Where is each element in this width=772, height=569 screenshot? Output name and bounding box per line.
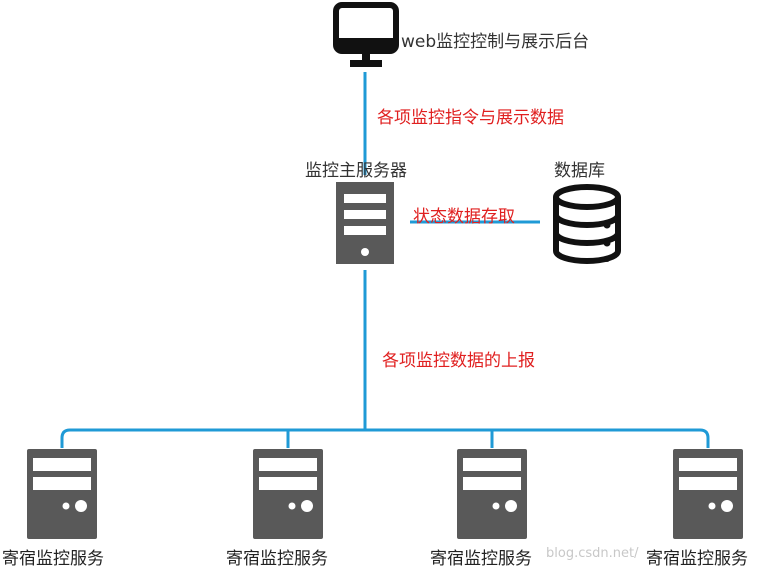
lower-link-label: 各项监控数据的上报 [382,351,535,371]
server-icon [336,182,394,264]
host-server-icon-4 [673,449,743,539]
upper-link-label: 各项监控指令与展示数据 [377,108,564,128]
database-icon [553,184,621,264]
host-label-4: 寄宿监控服务 [646,549,748,569]
main-server-label: 监控主服务器 [305,161,407,181]
monitor-icon [333,2,399,67]
host-server-icon-3 [457,449,527,539]
watermark-text: blog.csdn.net/ [546,546,639,561]
database-label: 数据库 [554,161,605,181]
storage-link-label: 状态数据存取 [413,207,515,227]
host-server-icon-1 [27,449,97,539]
host-label-2: 寄宿监控服务 [226,549,328,569]
host-server-icon-2 [253,449,323,539]
host-label-1: 寄宿监控服务 [2,549,104,569]
host-label-3: 寄宿监控服务 [430,549,532,569]
web-backend-label: web监控控制与展示后台 [401,32,590,52]
bus-line [60,428,710,448]
